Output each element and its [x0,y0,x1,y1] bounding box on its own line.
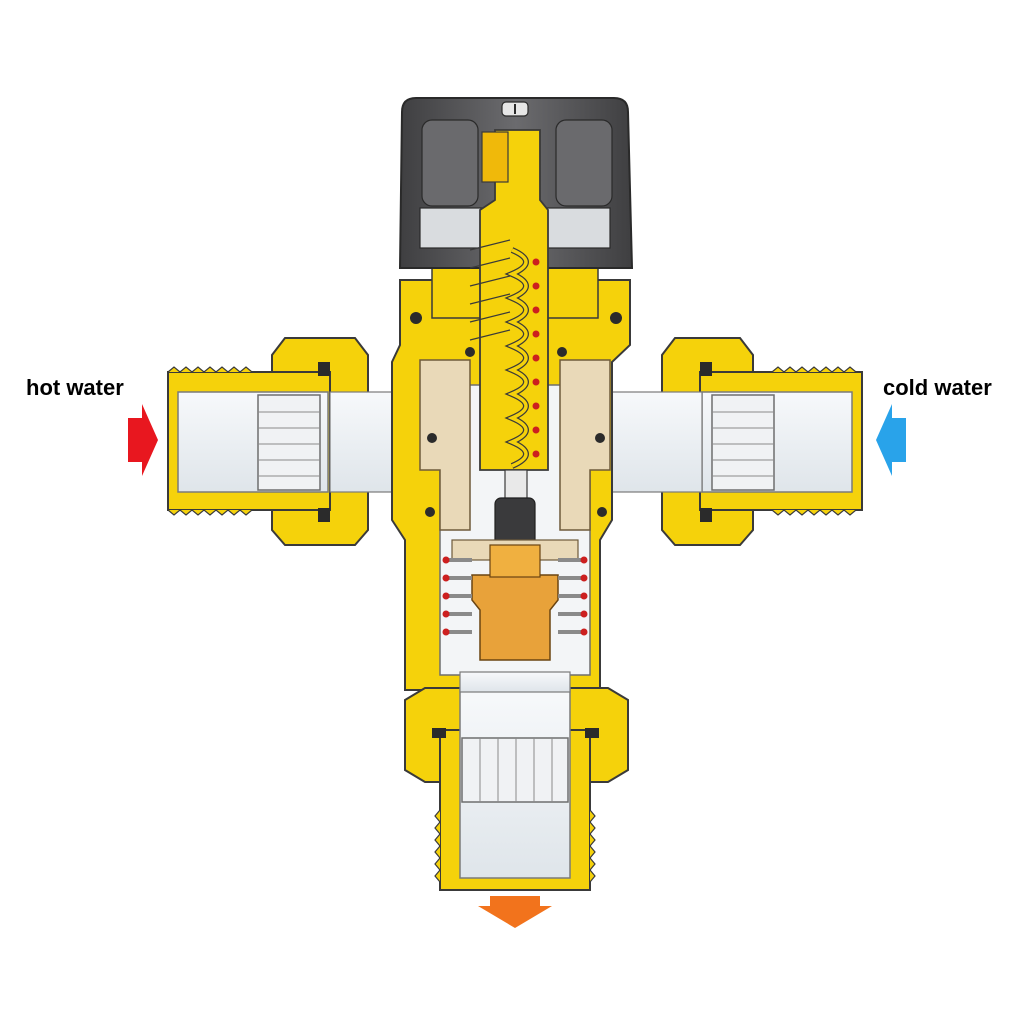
cold-inlet-passage [609,391,703,493]
o-ring-center-right [557,347,567,357]
hot-inlet-fitting [167,337,411,546]
hot-water-label: hot water [26,375,124,400]
thermostatic-cartridge [442,497,588,661]
left-return-spring [442,556,472,636]
arrow-left-icon [876,404,906,476]
o-ring-center-left [465,347,475,357]
hot-inlet-hex-insert [257,394,321,491]
o-ring-right-3 [597,507,607,517]
left-seat-insert [419,359,471,531]
o-ring-left-2 [427,433,437,443]
spindle-thread [469,239,511,341]
cold-inlet-hex-insert [711,394,775,491]
cold-water-label: cold water [883,375,992,400]
hot-inlet-gasket-bottom [318,508,330,522]
outlet-gasket-left [432,728,446,738]
outlet-gasket-right [585,728,599,738]
o-ring-left-3 [425,507,435,517]
cold-inlet-gasket-bottom [700,508,712,522]
arrow-right-icon [128,404,158,476]
right-return-spring [558,556,588,636]
spindle [469,129,549,501]
thermostatic-element [471,574,559,661]
knob-inner-right [555,119,613,207]
right-seat-insert [559,359,611,531]
spindle-top-gear [481,131,509,183]
cold-inlet-fitting [609,337,863,546]
o-ring-right-2 [595,433,605,443]
mixed-outlet-fitting [404,671,629,891]
knob-inner-left [421,119,479,207]
o-ring-left-1 [410,312,422,324]
hot-inlet-thread [167,366,253,516]
cold-inlet-thread [771,366,857,516]
spring-section-dots [532,258,540,458]
arrow-down-icon [478,896,552,928]
cold-inlet-gasket-top [700,362,712,376]
element-cap [489,544,541,578]
outlet-hex-insert [461,737,569,803]
spindle-pin [504,469,528,501]
outlet-neck [459,671,571,693]
outlet-thread [434,809,596,883]
hot-inlet-gasket-top [318,362,330,376]
o-ring-right-1 [610,312,622,324]
